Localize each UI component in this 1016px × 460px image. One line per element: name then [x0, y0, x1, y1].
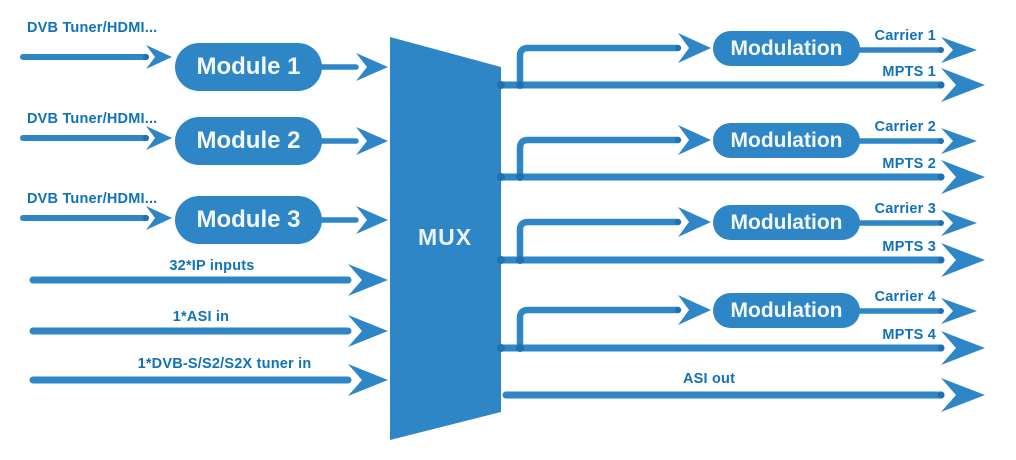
asi-in-arrow [29, 315, 388, 347]
mpts-1-arrow [497, 68, 985, 102]
input-label-ip-inputs: 32*IP inputs [169, 258, 255, 274]
input-arrow-module-1 [20, 45, 172, 69]
module-3-block: Module 3 [175, 196, 322, 244]
output-label-carrier-3: Carrier 3 [874, 201, 936, 217]
mpts-4-arrow [497, 331, 985, 365]
carrier-4-arrow [857, 298, 977, 324]
output-label-mpts-2: MPTS 2 [882, 156, 936, 172]
input-label-dvb-s-tuner: 1*DVB-S/S2/S2X tuner in [137, 356, 312, 372]
output-label-carrier-2: Carrier 2 [874, 119, 936, 135]
output-label-mpts-1: MPTS 1 [882, 64, 936, 80]
output-label-asi-out: ASI out [683, 371, 736, 387]
mux-to-modulation-1-arrow [516, 33, 711, 89]
asi-out-arrow [502, 378, 985, 412]
module-1-to-mux-arrow [315, 53, 388, 81]
input-label-dvb-hdmi-1: DVB Tuner/HDMI... [27, 20, 158, 36]
input-label-dvb-hdmi-3: DVB Tuner/HDMI... [27, 191, 158, 207]
module-2-block: Module 2 [175, 117, 322, 165]
output-label-mpts-4: MPTS 4 [882, 327, 936, 343]
output-label-mpts-3: MPTS 3 [882, 239, 936, 255]
input-label-dvb-hdmi-2: DVB Tuner/HDMI... [27, 111, 158, 127]
mpts-3-arrow [497, 243, 985, 277]
mux-to-modulation-3-arrow [516, 207, 711, 264]
mux-to-modulation-2-arrow [516, 125, 711, 181]
mpts-2-arrow [497, 160, 985, 194]
input-label-asi-in: 1*ASI in [172, 309, 230, 325]
module-2-to-mux-arrow [315, 127, 388, 155]
modulation-2-block: Modulation [713, 123, 860, 158]
input-arrow-module-2 [20, 126, 172, 150]
output-label-carrier-4: Carrier 4 [874, 289, 936, 305]
modulation-3-block: Modulation [713, 205, 860, 240]
module-3-to-mux-arrow [315, 206, 388, 234]
input-arrow-module-3 [20, 206, 172, 230]
dvb-s-tuner-in-arrow [29, 364, 388, 396]
mux-block-shape [390, 37, 501, 440]
modulation-4-block: Modulation [713, 293, 860, 328]
mux-to-modulation-4-arrow [516, 295, 711, 352]
carrier-3-arrow [857, 210, 977, 236]
carrier-1-arrow [857, 37, 977, 63]
module-1-block: Module 1 [175, 43, 322, 91]
carrier-2-arrow [857, 128, 977, 154]
mux-block-label: MUX [417, 224, 473, 250]
ip-inputs-arrow [29, 264, 388, 296]
output-label-carrier-1: Carrier 1 [874, 28, 936, 44]
modulation-1-block: Modulation [713, 31, 860, 66]
